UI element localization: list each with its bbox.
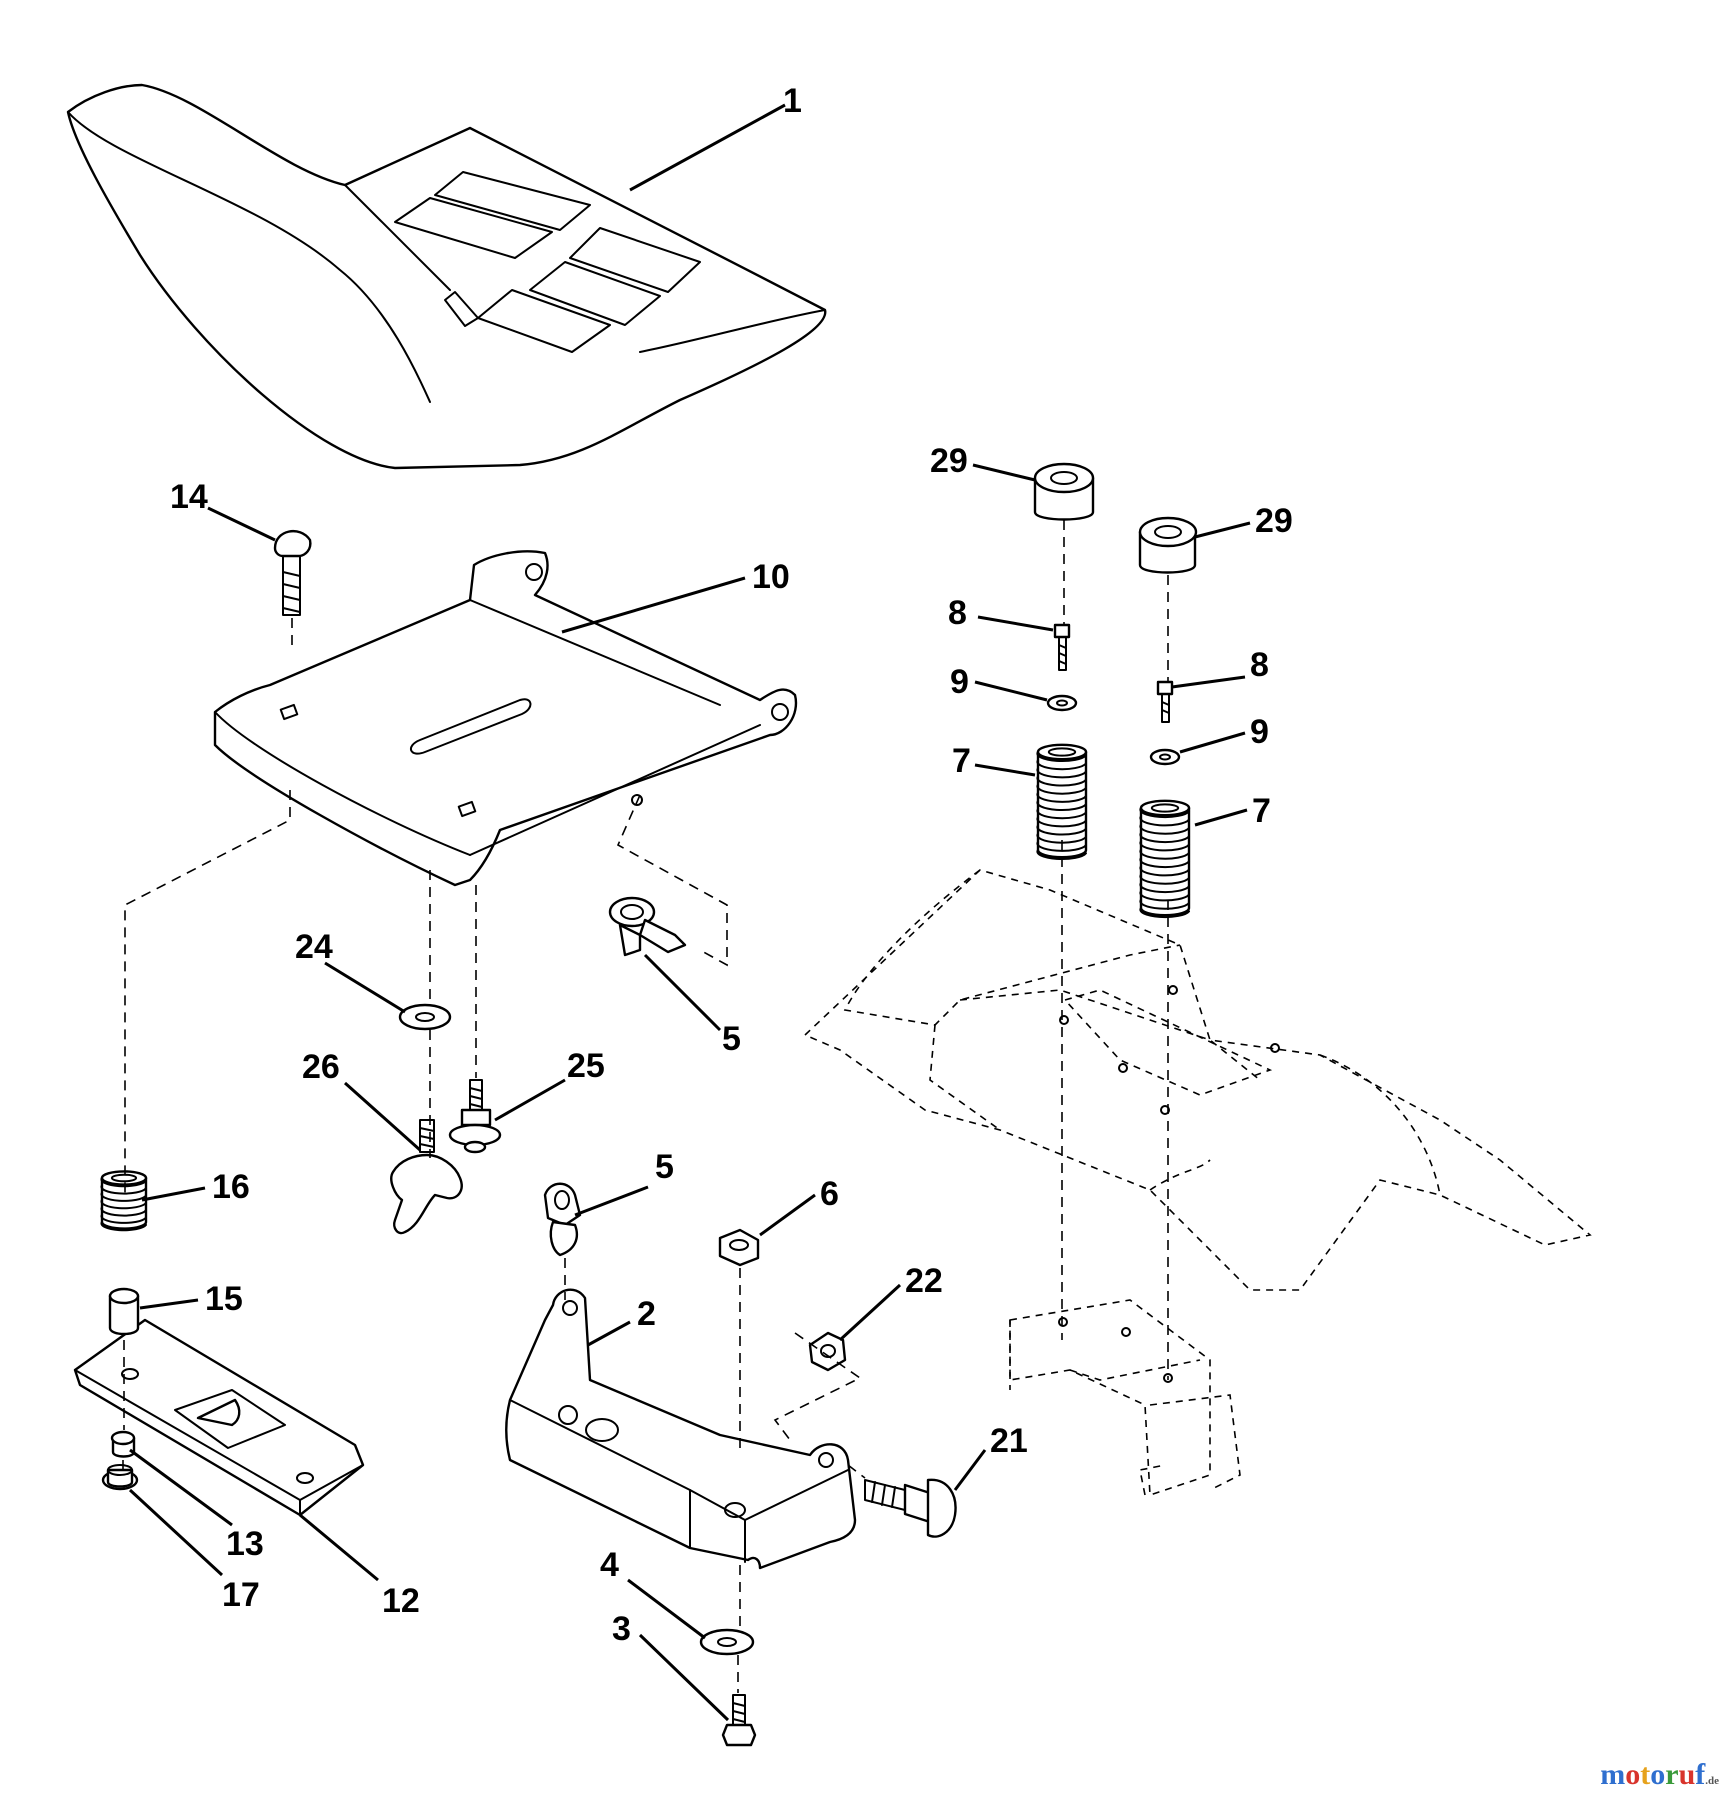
hex-nut-22 [808,1331,847,1372]
callout-8-right: 8 [1250,646,1269,684]
callout-2: 2 [637,1295,656,1333]
washer-24 [398,1003,452,1031]
callout-6: 6 [820,1175,839,1213]
flange-nut [110,1430,136,1458]
seat-pads [394,171,701,353]
callout-15: 15 [205,1280,243,1318]
bolt-left [1053,623,1071,671]
callout-17: 17 [222,1576,260,1614]
callout-22: 22 [905,1262,943,1300]
watermark-brand: motoruf [1600,1758,1706,1791]
watermark-suffix: .de [1705,1775,1719,1787]
assembly-lines [122,520,1169,1693]
frame-phantom [803,869,1592,1497]
watermark: motoruf.de [1600,1758,1719,1792]
shoulder-bolt [448,1079,502,1154]
callout-3: 3 [612,1610,631,1648]
callout-12: 12 [382,1582,420,1620]
carriage-bolt [273,529,312,616]
callout-10: 10 [752,558,790,596]
callout-labels: 1 2 3 4 5 5 6 7 7 8 8 9 9 10 12 13 14 15… [170,82,1293,1648]
hex-nut-6 [718,1228,760,1267]
shoulder-bolt-21 [864,1478,957,1538]
washer-left [1046,694,1078,712]
clip-upper [608,896,687,957]
spring-left [1036,743,1088,861]
callout-24: 24 [295,928,333,966]
callout-25: 25 [567,1047,605,1085]
callout-9-left: 9 [950,663,969,701]
callout-29-right: 29 [1255,502,1293,540]
spring-small [100,1170,148,1232]
seat-pan [213,550,798,887]
spacer-small [108,1287,140,1336]
clip-lower [543,1182,582,1257]
callout-29-left: 29 [930,442,968,480]
spacer-right [1138,516,1198,574]
callout-4: 4 [600,1546,619,1584]
washer-4 [699,1628,755,1656]
callout-21: 21 [990,1422,1028,1460]
lock-nut [101,1464,139,1491]
callout-26: 26 [302,1048,340,1086]
callout-7-left: 7 [952,742,971,780]
spacer-left [1033,462,1095,521]
callout-14: 14 [170,478,208,516]
callout-8-left: 8 [948,594,967,632]
spring-right [1139,799,1191,919]
washer-right [1149,748,1181,766]
leader-lines [128,103,1251,1722]
callout-13: 13 [226,1525,264,1563]
callout-1: 1 [783,82,802,120]
callout-7-right: 7 [1252,792,1271,830]
callout-16: 16 [212,1168,250,1206]
slide-rail [73,1318,365,1517]
callout-5-lower: 5 [655,1148,674,1186]
callout-9-right: 9 [1250,713,1269,751]
seat [66,83,827,470]
hex-bolt-3 [721,1694,757,1747]
callout-5-upper: 5 [722,1020,741,1058]
pivot-bracket [505,1288,857,1570]
bolt-right [1156,680,1174,723]
